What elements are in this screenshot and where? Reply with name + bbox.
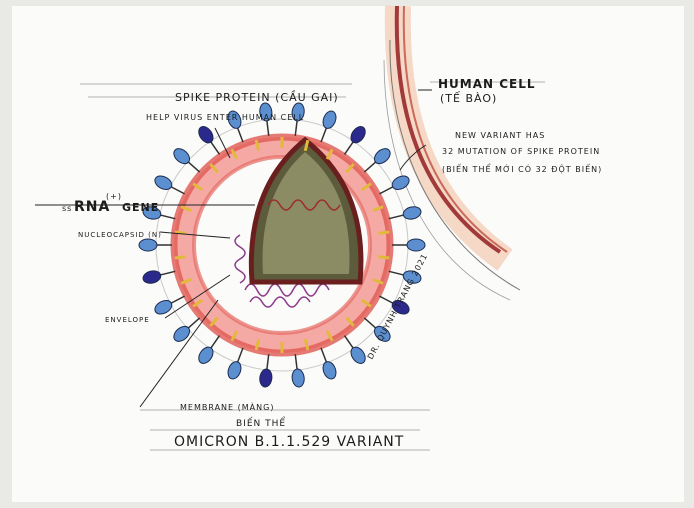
rna-label: RNA <box>74 199 110 215</box>
spike-head <box>407 239 425 251</box>
nucleocapsid-label: NUCLEOCAPSID (N) <box>78 231 162 239</box>
rna-prefix: ss <box>62 204 72 213</box>
spike-protein-label: SPIKE PROTEIN (CẦU GAI) <box>175 90 339 104</box>
envelope-protein <box>378 232 389 233</box>
spike-head <box>226 360 244 381</box>
spike-head <box>139 239 157 251</box>
envelope-label: ENVELOPE <box>105 316 150 324</box>
rna-sup: (+) <box>106 192 122 201</box>
envelope-protein <box>175 257 186 258</box>
variant-note-2: 32 MUTATION OF SPIKE PROTEIN <box>442 147 600 156</box>
variant-note-1: NEW VARIANT HAS <box>455 131 545 140</box>
spike-head <box>196 124 216 146</box>
human-cell-vi-label: (TẾ BÀO) <box>440 91 497 105</box>
variant-note-3: (BIẾN THỂ MỚI CÓ 32 ĐỘT BIẾN) <box>442 162 602 174</box>
spike-head <box>390 173 412 192</box>
envelope-protein <box>378 257 389 258</box>
membrane-label: MEMBRANE (MÀNG) <box>180 401 274 412</box>
variant-vi-label: BIẾN THỂ <box>236 416 286 429</box>
spike-head <box>348 124 368 146</box>
spike-head <box>291 368 305 387</box>
spike-help-label: HELP VIRUS ENTER HUMAN CELL <box>146 113 304 122</box>
spike-head <box>153 173 175 192</box>
spike-head <box>259 368 273 387</box>
human-cell-label: HUMAN CELL <box>438 77 536 91</box>
spike-head <box>196 344 216 366</box>
spike-head <box>321 109 339 130</box>
spike-head <box>348 344 368 366</box>
spike-head <box>321 360 339 381</box>
rna-gene-label: GENE <box>122 201 159 214</box>
title: OMICRON B.1.1.529 VARIANT <box>174 434 404 450</box>
